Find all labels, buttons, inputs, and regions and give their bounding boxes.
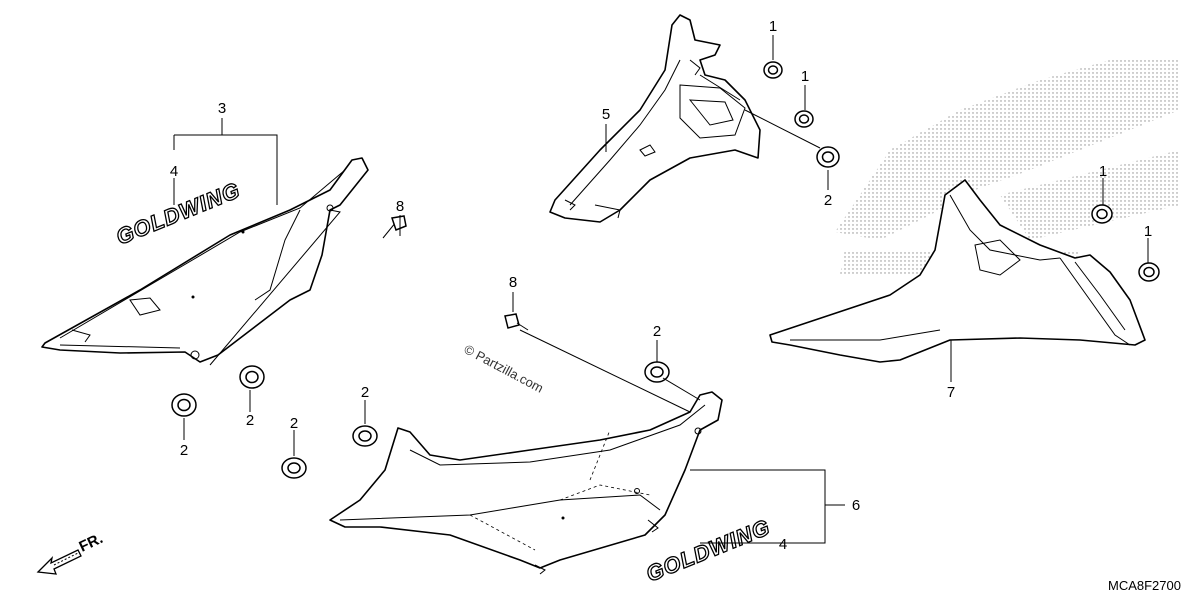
grommet-2-left-a[interactable] bbox=[171, 393, 197, 417]
callout-1: 1 bbox=[1144, 223, 1152, 240]
bolt-8-lower[interactable] bbox=[504, 313, 529, 331]
emblem-right-text: GOLDWING bbox=[643, 514, 774, 586]
callout-8: 8 bbox=[396, 198, 404, 215]
callout-4: 4 bbox=[779, 536, 787, 553]
grommet-2-left-b[interactable] bbox=[239, 365, 265, 389]
callout-5: 5 bbox=[602, 106, 610, 123]
leader-lines bbox=[173, 35, 1149, 544]
part-3-left-side-cover[interactable] bbox=[41, 157, 369, 363]
callout-8: 8 bbox=[509, 274, 517, 291]
grommet-2-top[interactable] bbox=[816, 146, 840, 168]
grommet-2-left-d[interactable] bbox=[352, 425, 378, 447]
callout-1: 1 bbox=[769, 18, 777, 35]
grommet-1-right-b[interactable] bbox=[1138, 262, 1160, 282]
callout-1: 1 bbox=[1099, 163, 1107, 180]
part-6-lower-center-cover[interactable] bbox=[329, 391, 723, 575]
bolt-8-upper[interactable] bbox=[382, 215, 407, 239]
callout-3: 3 bbox=[218, 100, 226, 117]
callout-1: 1 bbox=[801, 68, 809, 85]
callout-2: 2 bbox=[653, 323, 661, 340]
part-7-right-side-cover[interactable] bbox=[769, 179, 1146, 363]
diagram-code: MCA8F2700 bbox=[1108, 578, 1181, 593]
callout-2: 2 bbox=[180, 442, 188, 459]
callout-labels: 1 1 1 1 2 2 2 2 2 2 3 4 4 5 6 7 8 8 bbox=[170, 18, 1152, 553]
watermark-text: © Partzilla.com bbox=[462, 341, 546, 395]
callout-2: 2 bbox=[361, 384, 369, 401]
front-direction-arrow-icon: FR. bbox=[36, 530, 106, 575]
callout-6: 6 bbox=[852, 497, 860, 514]
grommet-1-right-a[interactable] bbox=[1091, 204, 1113, 224]
callout-2: 2 bbox=[824, 192, 832, 209]
grommet-1-top-a[interactable] bbox=[763, 61, 783, 79]
grommet-1-top-b[interactable] bbox=[794, 110, 814, 128]
part-4-emblem-right[interactable]: GOLDWING bbox=[642, 514, 775, 588]
callout-2: 2 bbox=[246, 412, 254, 429]
callout-4: 4 bbox=[170, 163, 178, 180]
part-5-center-inner-panel[interactable] bbox=[549, 14, 761, 223]
callout-2: 2 bbox=[290, 415, 298, 432]
direction-label: FR. bbox=[77, 530, 106, 556]
grommet-2-left-c[interactable] bbox=[281, 457, 307, 479]
callout-7: 7 bbox=[947, 384, 955, 401]
